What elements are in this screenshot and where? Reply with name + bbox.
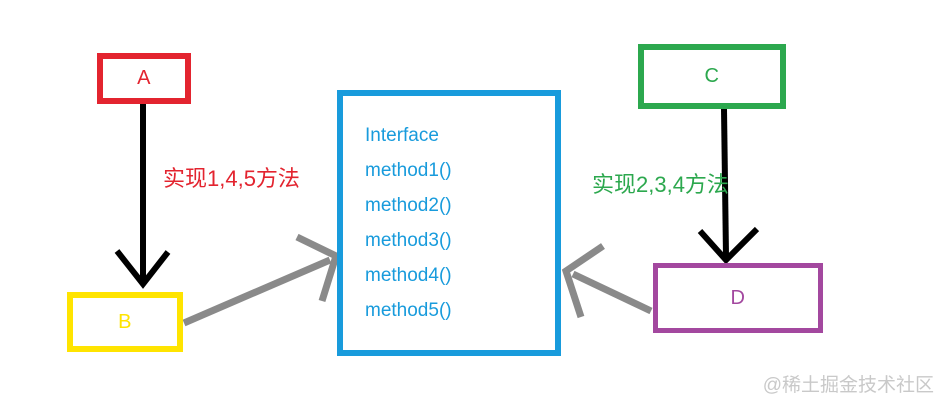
class-box-c: C — [638, 44, 786, 109]
class-box-d-label: D — [730, 286, 746, 309]
interface-method-5: method5() — [365, 300, 452, 321]
arrow-c-to-d — [697, 108, 760, 265]
interface-method-2: method2() — [365, 195, 452, 216]
edge-label-c-to-d: 实现2,3,4方法 — [592, 172, 729, 197]
interface-method-3: method3() — [365, 230, 452, 251]
class-box-b-label: B — [118, 310, 132, 333]
interface-method-4: method4() — [365, 265, 452, 286]
edge-label-a-to-b: 实现1,4,5方法 — [163, 166, 300, 191]
class-box-d: D — [653, 263, 823, 333]
class-box-b: B — [67, 292, 183, 352]
interface-method-1: method1() — [365, 160, 452, 181]
class-box-a: A — [97, 53, 191, 104]
class-box-c-label: C — [704, 65, 720, 87]
watermark-text: @稀土掘金技术社区 — [762, 375, 934, 396]
arrow-a-to-b — [114, 104, 171, 289]
interface-title: Interface — [365, 125, 439, 146]
class-box-a-label: A — [137, 67, 151, 89]
arrow-b-to-interface — [182, 233, 341, 327]
arrow-d-to-interface — [561, 243, 653, 319]
interface-box: Interface method1() method2() method3() … — [337, 90, 561, 356]
